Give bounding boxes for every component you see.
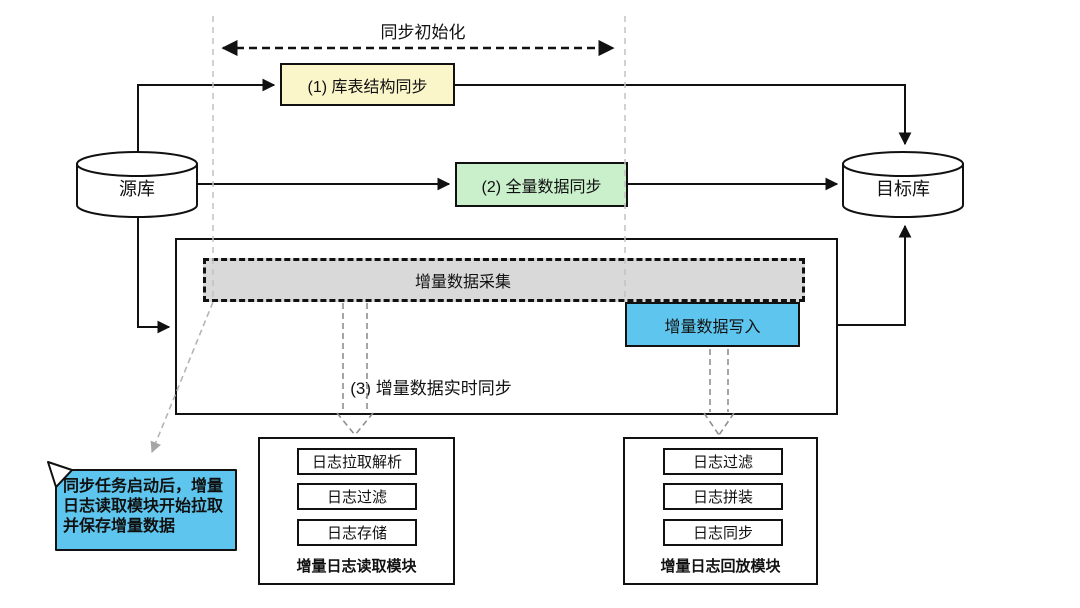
log-reader-module: 日志拉取解析 日志过滤 日志存储 增量日志读取模块 bbox=[258, 437, 455, 585]
arrow-source-to-step3-box bbox=[137, 217, 171, 334]
write-to-replay-arrowhead-l bbox=[703, 412, 720, 436]
log-reader-step-parse: 日志拉取解析 bbox=[297, 448, 417, 475]
log-reader-step-store: 日志存储 bbox=[297, 519, 417, 546]
log-replay-step-assemble: 日志拼装 bbox=[663, 483, 783, 510]
log-reader-step-filter: 日志过滤 bbox=[297, 483, 417, 510]
capture-to-reader-arrowhead-l bbox=[336, 412, 356, 436]
write-to-replay-arrowhead-r bbox=[718, 412, 735, 436]
arrow-step1-to-target bbox=[455, 84, 912, 146]
target-db-label: 目标库 bbox=[876, 179, 930, 199]
note-text: 同步任务启动后，增量 日志读取模块开始拉取 并保存增量数据 bbox=[63, 478, 224, 535]
step1-schema-sync-box: (1) 库表结构同步 bbox=[280, 63, 455, 106]
incremental-capture-box: 增量数据采集 bbox=[203, 258, 805, 302]
step3-label: (3) 增量数据实时同步 bbox=[350, 379, 512, 398]
incremental-write-box: 增量数据写入 bbox=[625, 302, 800, 347]
log-reader-module-label: 增量日志读取模块 bbox=[296, 558, 417, 575]
step2-full-data-sync-box: (2) 全量数据同步 bbox=[455, 162, 628, 207]
log-replay-module: 日志过滤 日志拼装 日志同步 增量日志回放模块 bbox=[623, 437, 818, 585]
capture-to-reader-arrowhead-r bbox=[354, 412, 374, 436]
log-replay-module-label: 增量日志回放模块 bbox=[660, 558, 781, 575]
sync-init-label: 同步初始化 bbox=[380, 23, 466, 42]
log-replay-step-filter: 日志过滤 bbox=[663, 448, 783, 475]
log-replay-step-sync: 日志同步 bbox=[663, 519, 783, 546]
arrow-source-to-step1 bbox=[137, 78, 276, 152]
source-db-label: 源库 bbox=[119, 179, 155, 199]
arrow-step3-to-target bbox=[838, 224, 912, 326]
